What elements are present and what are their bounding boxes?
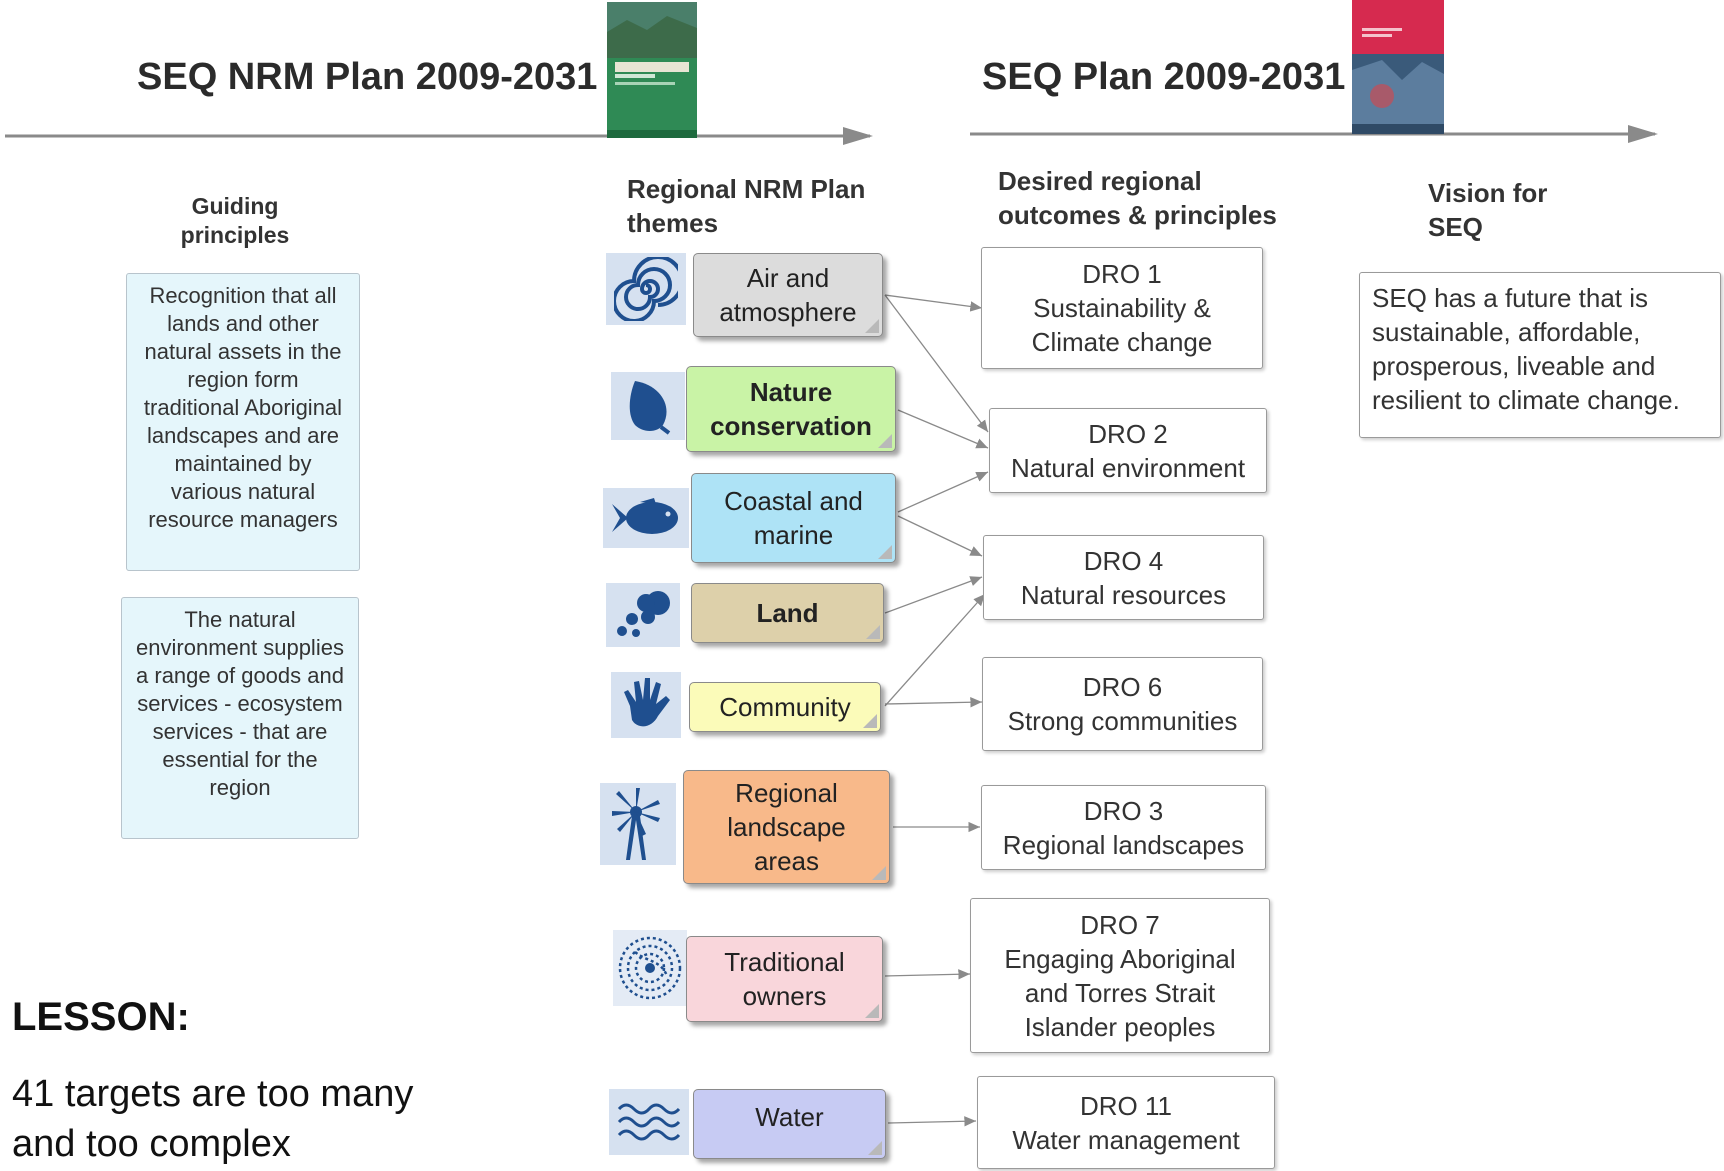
connector-coastal-dro4 (897, 515, 983, 557)
theme-community: Community (689, 682, 881, 732)
leaf-icon (611, 372, 685, 440)
principle-box: The natural environment supplies a range… (121, 597, 359, 839)
connector-air-dro1 (884, 294, 983, 312)
hand-icon (611, 672, 681, 738)
connector-land-dro4 (884, 576, 983, 614)
outcome-box: DRO 2 Natural environment (989, 408, 1267, 493)
spiral-icon (606, 253, 686, 325)
principle-box: Recognition that all lands and other nat… (126, 273, 360, 571)
theme-water: Water (693, 1089, 886, 1159)
outcome-code: DRO 11 (1080, 1090, 1172, 1121)
outcome-code: DRO 2 (1088, 418, 1168, 449)
theme-regional-landscape-areas: Regional landscape areas (683, 770, 890, 884)
outcome-box: DRO 7 Engaging Aboriginal and Torres Str… (970, 898, 1270, 1053)
outcome-code: DRO 7 (1080, 909, 1160, 940)
outcome-code: DRO 4 (1083, 545, 1164, 576)
land-icon (606, 583, 680, 647)
outcome-text: Natural resources (1020, 579, 1227, 610)
theme-nature-conservation: Nature conservation (686, 366, 896, 452)
seq-plan-title: SEQ Plan 2009-2031 (982, 56, 1346, 98)
outcomes-heading: Desired regional outcomes & principles (998, 166, 1277, 230)
fish-icon (603, 488, 689, 548)
connector-nature-dro2 (897, 409, 989, 449)
vision-heading: Vision for SEQ (1428, 178, 1548, 242)
outcome-box: DRO 6 Strong communities (982, 657, 1263, 751)
nrm-plan-cover-image (607, 2, 697, 138)
outcome-text: Natural environment (1010, 452, 1246, 483)
connector-community-dro6 (884, 697, 983, 708)
outcome-code: DRO 1 (1082, 259, 1162, 289)
guiding-principles-heading: Guiding principles (180, 193, 290, 248)
outcome-box: DRO 1 Sustainability & Climate change (981, 247, 1263, 369)
outcome-code: DRO 3 (1083, 795, 1164, 826)
waves-icon (609, 1089, 689, 1155)
outcome-text: Sustainability & Climate change (1031, 293, 1213, 357)
lesson-title: LESSON: (12, 995, 190, 1039)
aboriginal-art-icon (613, 930, 687, 1006)
seq-plan-cover-image (1352, 0, 1444, 134)
themes-heading: Regional NRM Plan themes (627, 174, 866, 238)
vision-box: SEQ has a future that is sustainable, af… (1359, 272, 1721, 438)
outcome-text: Water management (1012, 1124, 1240, 1155)
outcome-box: DRO 3 Regional landscapes (981, 785, 1266, 870)
outcome-text: Regional landscapes (1002, 829, 1245, 860)
theme-coastal-marine: Coastal and marine (691, 473, 896, 563)
outcome-code: DRO 6 (1082, 672, 1163, 702)
connector-community-dro4 (884, 593, 986, 707)
nrm-plan-title: SEQ NRM Plan 2009-2031 (137, 56, 598, 98)
outcome-text: Strong communities (1007, 706, 1238, 736)
outcome-box: DRO 11 Water management (977, 1076, 1275, 1169)
lesson-text: 41 targets are too many and too complex (12, 1073, 414, 1165)
connector-water-dro11 (887, 1116, 977, 1127)
theme-traditional-owners: Traditional owners (686, 936, 883, 1022)
windmill-icon (600, 783, 676, 865)
connector-traditional-dro7 (884, 969, 971, 980)
outcome-box: DRO 4 Natural resources (983, 535, 1264, 620)
connector-air-dro2 (884, 294, 989, 433)
theme-land: Land (691, 583, 884, 643)
connector-coastal-dro2 (897, 471, 989, 513)
theme-air-atmosphere: Air and atmosphere (693, 253, 883, 337)
outcome-text: Engaging Aboriginal and Torres Strait Is… (1004, 943, 1236, 1042)
